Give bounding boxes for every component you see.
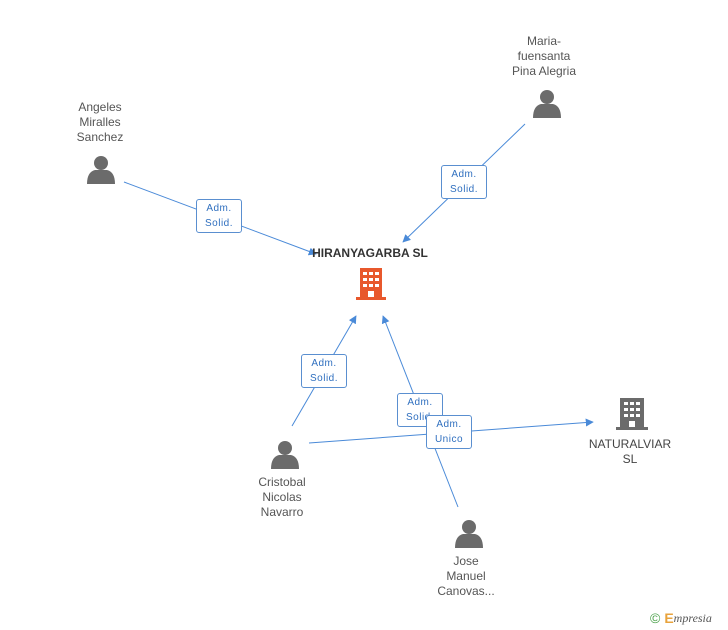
node-label-jose[interactable]: Jose Manuel Canovas...: [437, 554, 495, 598]
person-icon-angeles[interactable]: [87, 156, 115, 184]
node-label-cristobal[interactable]: Cristobal Nicolas Navarro: [258, 475, 306, 519]
role-badge-cristobal: Adm. Solid.: [301, 354, 347, 388]
person-icon-maria[interactable]: [533, 90, 561, 118]
person-icon-jose[interactable]: [455, 520, 483, 548]
brand-logo-letter: E: [664, 610, 674, 626]
role-badge-cristobal-naturalviar: Adm. Unico: [426, 415, 472, 449]
person-icon-cristobal[interactable]: [271, 441, 299, 469]
company-label-hiranyagarba[interactable]: HIRANYAGARBA SL: [312, 246, 428, 260]
building-icon-hiranyagarba[interactable]: [356, 268, 386, 300]
role-badge-angeles: Adm. Solid.: [196, 199, 242, 233]
building-icon-naturalviar[interactable]: [616, 398, 648, 430]
footer-brand: © E mpresia: [650, 610, 712, 626]
copyright-icon: ©: [650, 610, 661, 626]
company-label-naturalviar[interactable]: NATURALVIAR SL: [588, 437, 672, 466]
node-label-maria[interactable]: Maria- fuensanta Pina Alegria: [511, 34, 577, 78]
role-badge-maria: Adm. Solid.: [441, 165, 487, 199]
brand-name: mpresia: [673, 610, 712, 625]
node-label-angeles[interactable]: Angeles Miralles Sanchez: [76, 100, 124, 144]
